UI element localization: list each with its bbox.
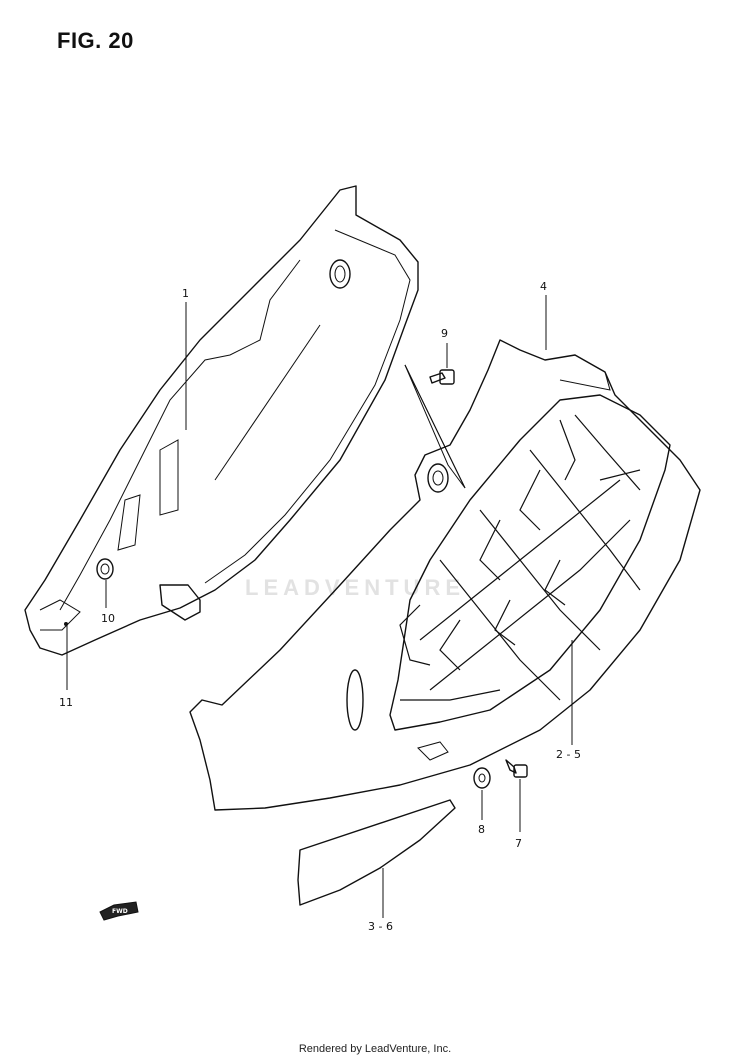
footer-credit: Rendered by LeadVenture, Inc. xyxy=(298,1043,452,1055)
bolt-9 xyxy=(404,343,466,489)
lower-trim-panel xyxy=(297,799,456,906)
callout-11: 11 xyxy=(59,696,73,709)
callout-8: 8 xyxy=(478,823,485,836)
frame-cover-left xyxy=(24,185,419,656)
callout-1: 1 xyxy=(182,287,189,300)
callout-10: 10 xyxy=(101,612,115,625)
callout-4: 4 xyxy=(540,280,547,293)
fwd-arrow-icon: FWD xyxy=(99,901,139,921)
callout-3-6: 3 - 6 xyxy=(368,920,393,933)
callout-2-5: 2 - 5 xyxy=(556,748,581,761)
callout-7: 7 xyxy=(515,837,522,850)
side-cover-right xyxy=(189,339,701,811)
leader-lines xyxy=(66,295,573,918)
washer-8 xyxy=(473,767,491,820)
figure-title: FIG. 20 xyxy=(57,28,134,53)
fwd-label: FWD xyxy=(112,908,128,915)
screw-7 xyxy=(505,759,528,832)
callout-9: 9 xyxy=(441,327,448,340)
watermark: LEADVENTURE xyxy=(245,575,466,600)
